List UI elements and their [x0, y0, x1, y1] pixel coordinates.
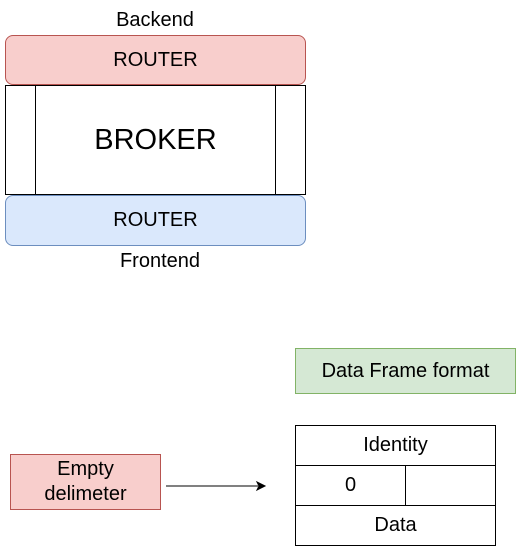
frame-empty-cell [405, 465, 496, 506]
frame-zero-cell: 0 [295, 465, 406, 506]
frame-data-cell: Data [295, 505, 496, 546]
frontend-label: Frontend [119, 250, 201, 272]
backend-router-box: ROUTER [5, 35, 306, 85]
broker-box: BROKER [35, 86, 276, 194]
frame-identity-cell: Identity [295, 425, 496, 466]
frontend-router-box: ROUTER [5, 195, 306, 246]
empty-delimiter-box: Empty delimeter [10, 454, 161, 510]
arrow-head-icon [255, 480, 267, 492]
broker-container: BROKER [5, 85, 306, 195]
backend-label: Backend [116, 9, 194, 31]
data-frame-format-title: Data Frame format [295, 348, 516, 394]
